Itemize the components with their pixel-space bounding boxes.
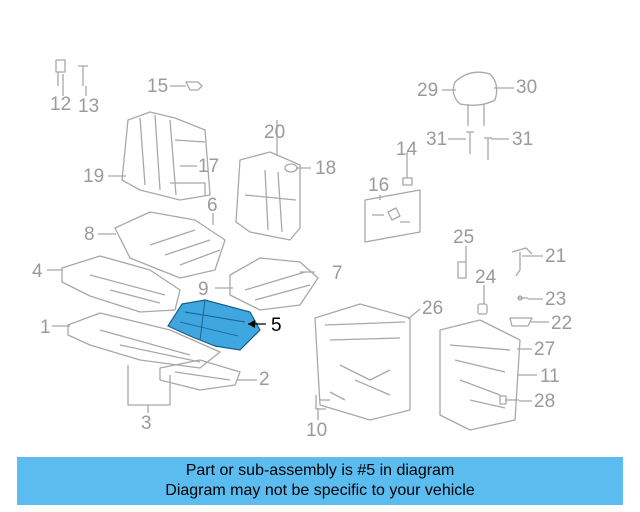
callout-28: 28 [534,391,555,412]
part-31-guide-right [484,137,492,160]
callout-4: 4 [32,261,43,282]
callout-8: 8 [84,224,95,245]
callout-3: 3 [141,413,152,434]
callout-30: 30 [516,77,537,98]
part-29-headrest [452,71,498,126]
part-16-kit [364,189,421,243]
callout-1: 1 [40,317,51,338]
callout-22: 22 [551,313,572,334]
part-27-back-panel [439,319,521,431]
callout-5: 5 [271,315,282,336]
part-10-bracket [315,395,330,410]
callout-24: 24 [475,267,497,288]
info-banner: Part or sub-assembly is #5 in diagram Di… [17,457,623,505]
banner-line-disclaimer: Diagram may not be specific to your vehi… [165,482,475,499]
callouts: 1 2 3 4 5 6 7 8 9 10 11 12 13 14 15 16 1… [32,76,572,441]
part-19-seat-back [121,111,211,201]
part-2-frame [159,359,241,391]
callout-14: 14 [396,139,418,160]
part-12-clip [55,59,66,86]
callout-20: 20 [264,122,285,143]
part-14-bolt [402,160,413,186]
callout-6: 6 [207,195,218,216]
part-15-hook [185,81,203,91]
parts-diagram: 1 2 3 4 5 6 7 8 9 10 11 12 13 14 15 16 1… [32,59,572,441]
callout-27: 27 [534,339,555,360]
callout-15: 15 [147,76,168,97]
callout-31-left: 31 [426,129,447,150]
callout-11: 11 [540,366,560,387]
part-26-back-panel [314,303,411,421]
leader-lines [47,74,549,420]
part-23-pin [517,295,528,301]
callout-26: 26 [422,298,443,319]
callout-16: 16 [368,175,389,196]
part-5-highlighted[interactable] [167,299,266,351]
callout-19: 19 [83,166,104,187]
part-9-cushion [229,257,319,311]
callout-23: 23 [545,289,566,310]
part-25-clip [457,261,467,279]
callout-2: 2 [259,369,270,390]
part-24-cap [477,303,488,315]
callout-12: 12 [50,94,71,115]
callout-7: 7 [332,263,343,284]
callout-13: 13 [78,96,99,117]
callout-29: 29 [417,80,438,101]
callout-31-right: 31 [512,129,533,150]
callout-9: 9 [198,279,209,300]
part-3-bracket-lines [127,365,171,413]
part-8-cushion [114,211,226,279]
banner-line-part-number: Part or sub-assembly is #5 in diagram [185,462,455,479]
part-28-bolt [499,395,519,405]
part-22-handle [509,317,533,327]
callout-18: 18 [315,158,336,179]
callout-21: 21 [545,246,566,267]
callout-25: 25 [453,227,474,248]
part-13-clip [78,65,88,86]
callout-10: 10 [306,420,327,441]
callout-17: 17 [198,156,219,177]
part-20-seat-back [235,151,301,241]
part-21-cable [511,247,533,277]
part-4-cushion [61,255,181,313]
part-31-guide-left [466,131,474,154]
part-1-frame [67,312,221,369]
